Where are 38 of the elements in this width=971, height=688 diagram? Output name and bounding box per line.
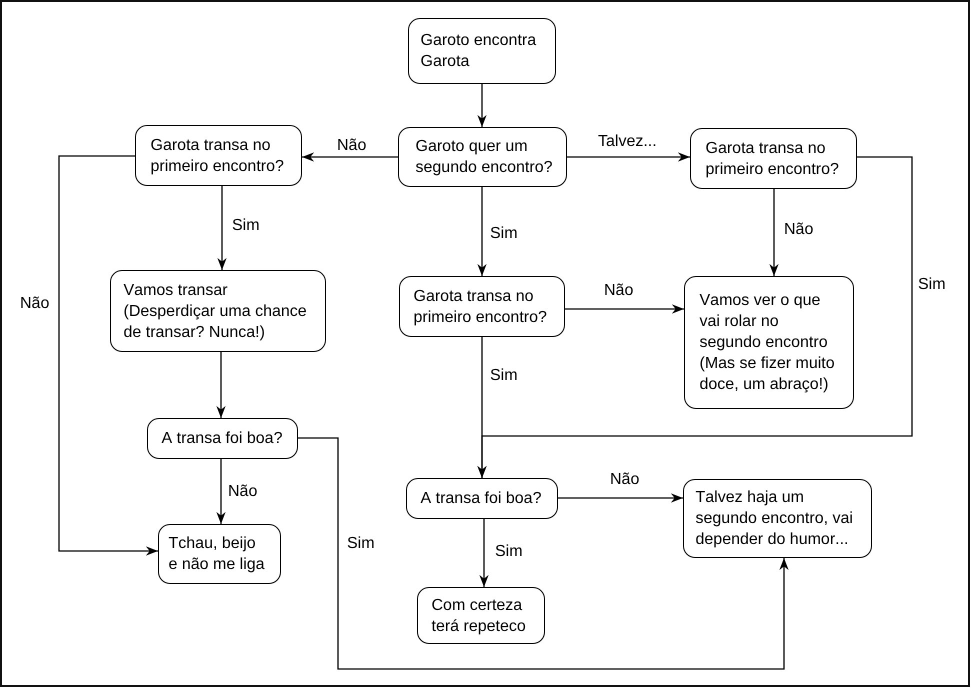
process-box xyxy=(684,276,854,409)
flow-arrow xyxy=(477,84,487,127)
flow-arrow xyxy=(477,337,487,478)
flow-arrow xyxy=(217,186,227,270)
box-text: Garoto quer um segundo encontro? xyxy=(416,137,554,178)
process-box xyxy=(408,18,556,84)
process-box xyxy=(399,276,565,337)
process-box xyxy=(158,524,281,584)
box-text: Garoto encontra Garota xyxy=(420,31,538,72)
flow-arrow xyxy=(558,493,683,503)
box-text: Garota transa no primeiro encontro? xyxy=(150,136,285,176)
process-box xyxy=(417,587,545,644)
flow-arrow xyxy=(302,152,398,162)
flow-arrow xyxy=(216,459,226,524)
flow-arrow xyxy=(477,187,487,276)
process-box xyxy=(147,418,298,459)
box-text: Vamos ver o que vai rolar no segundo encontro (Mas se fizer muito doce, um abraço!) xyxy=(700,291,836,395)
box-text: Vamos transar (Desperdiçar uma chance de transar? Nunca!) xyxy=(124,280,308,342)
flow-arrow xyxy=(565,304,684,314)
process-box xyxy=(135,125,302,186)
process-box xyxy=(683,479,872,558)
process-box xyxy=(110,270,326,352)
box-text: A transa foi boa? xyxy=(420,489,542,509)
flow-arrow xyxy=(298,437,789,670)
box-text: A transa foi boa? xyxy=(162,429,284,449)
process-box xyxy=(406,478,558,519)
flow-arrow xyxy=(769,189,779,276)
box-text: Tchau, beijo e não me liga xyxy=(168,534,266,575)
box-text: Garota transa no primeiro encontro? xyxy=(414,286,548,328)
flow-arrow xyxy=(58,155,158,556)
process-box xyxy=(690,128,857,189)
box-text: Garota transa no primeiro encontro? xyxy=(706,138,840,180)
box-text: Com certeza terá repeteco xyxy=(432,596,527,636)
process-box xyxy=(398,127,567,187)
flow-arrow xyxy=(216,352,226,418)
flow-arrow xyxy=(567,152,690,162)
box-text: Talvez haja um segundo encontro, vai depender do humor... xyxy=(696,488,854,550)
flow-arrow xyxy=(479,519,489,587)
